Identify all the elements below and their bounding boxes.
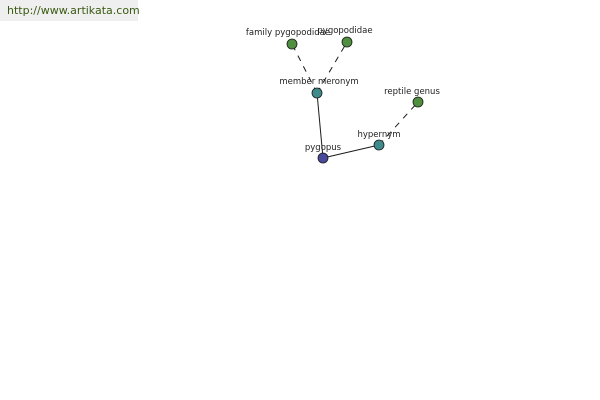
edge-hypernym-to-reptile-genus: [378, 101, 419, 146]
node-pygopus[interactable]: [317, 152, 329, 164]
edge-member-meronym-to-pygopodidae: [316, 41, 348, 94]
graph-nodes: pygopus member meronym hypernym family pygo…: [246, 26, 440, 164]
node-label-pygopodidae[interactable]: pygopodidae: [317, 26, 372, 36]
node-hypernym[interactable]: [373, 139, 385, 151]
node-label-member-meronym[interactable]: member meronym: [279, 77, 358, 87]
url-bar: http://www.artikata.com: [0, 0, 140, 21]
node-reptile-genus[interactable]: [412, 96, 424, 108]
edge-pygopus-to-member-meronym: [316, 92, 324, 159]
node-member-meronym[interactable]: [311, 87, 323, 99]
node-label-pygopus[interactable]: pygopus: [305, 143, 342, 153]
edge-member-meronym-to-family-pygopodidae: [291, 43, 318, 94]
node-label-reptile-genus[interactable]: reptile genus: [384, 87, 440, 97]
node-label-hypernym[interactable]: hypernym: [357, 130, 400, 140]
node-label-family-pygopodidae[interactable]: family pygopodidae: [246, 28, 330, 38]
node-family-pygopodidae[interactable]: [286, 38, 298, 50]
edge-pygopus-to-hypernym: [322, 144, 380, 159]
graph-edges: [291, 41, 419, 159]
site-url-link[interactable]: http://www.artikata.com: [7, 4, 140, 17]
node-pygopodidae[interactable]: [341, 36, 353, 48]
